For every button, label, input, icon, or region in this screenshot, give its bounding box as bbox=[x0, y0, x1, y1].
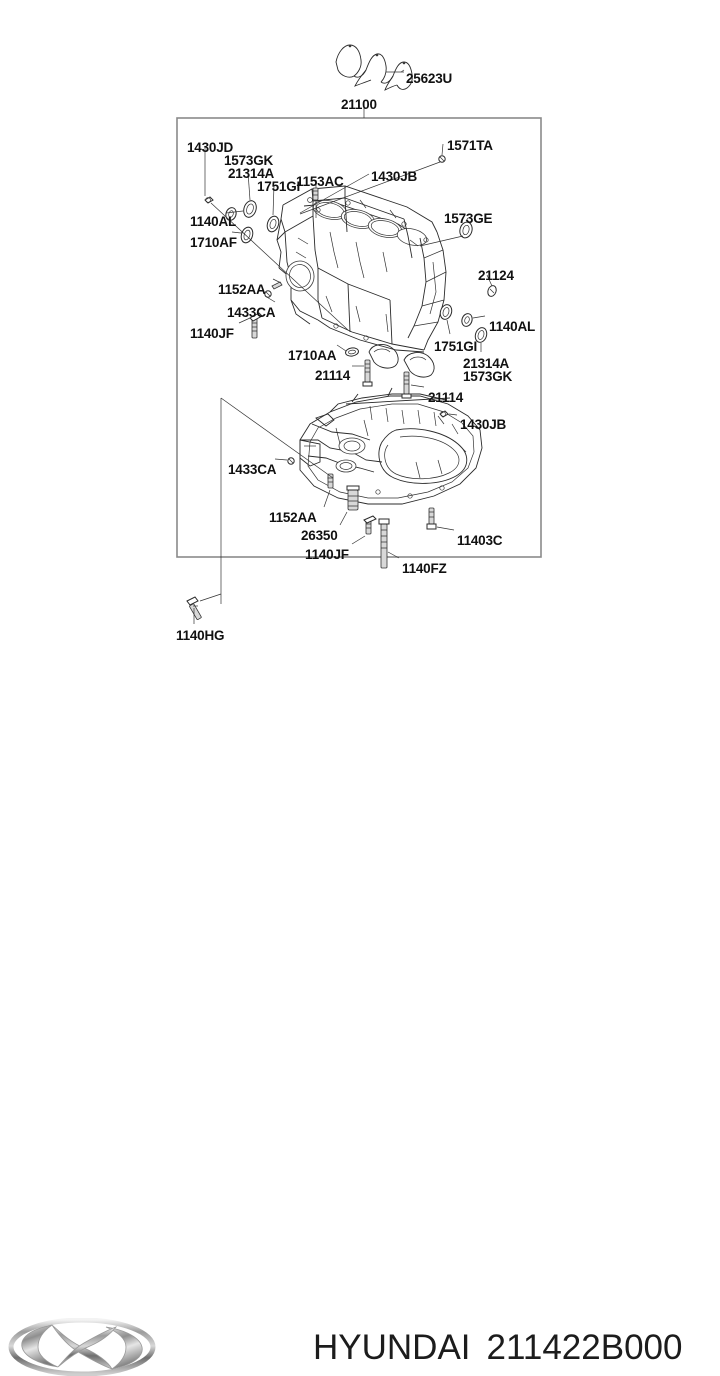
part-1751gi-upper bbox=[266, 215, 280, 233]
callout-label-1140al1: 1140AL bbox=[190, 214, 237, 229]
callout-label-1573gk2: 1573GK bbox=[463, 369, 513, 384]
callout-label-1152aa1: 1152AA bbox=[218, 282, 266, 297]
callout-label-1571ta: 1571TA bbox=[447, 138, 493, 153]
part-1140al-upper bbox=[225, 207, 237, 221]
callout-label-21124: 21124 bbox=[478, 268, 514, 283]
callout-label-21114a: 21114 bbox=[315, 368, 351, 383]
callout-label-1751gi2: 1751GI bbox=[434, 339, 478, 354]
part-oil-pan bbox=[299, 387, 483, 505]
part-1433ca-upper bbox=[264, 290, 272, 298]
part-1152aa-upper bbox=[271, 281, 283, 290]
callout-label-21114b: 21114 bbox=[428, 390, 464, 405]
part-1751gi-right bbox=[439, 304, 453, 320]
part-1152aa-pan bbox=[327, 473, 334, 489]
part-21124-plug bbox=[487, 285, 497, 297]
callout-label-1430jb1: 1430JB bbox=[371, 169, 418, 184]
part-21114-upper bbox=[362, 359, 373, 387]
callout-label-21314a1: 21314A bbox=[228, 166, 275, 181]
callout-label-1751gi1: 1751GI bbox=[257, 179, 301, 194]
part-number: 211422B000 bbox=[486, 1328, 683, 1367]
part-1433ca-pan bbox=[287, 457, 295, 465]
callout-label-26350: 26350 bbox=[301, 528, 338, 543]
callout-label-21314a2: 21314A bbox=[463, 356, 510, 371]
part-1140al-right bbox=[461, 313, 473, 327]
callout-label-1140hg: 1140HG bbox=[176, 628, 225, 643]
callout-label-11403c: 11403C bbox=[457, 533, 503, 548]
part-26350-drain bbox=[346, 485, 360, 511]
part-1140fz-bolt bbox=[378, 518, 390, 569]
part-25623u-clip bbox=[335, 44, 413, 91]
footer-bar: HYUNDAI 211422B000 bbox=[0, 658, 720, 1376]
callout-label-1152aa2: 1152AA bbox=[269, 510, 317, 525]
callout-label-1710af: 1710AF bbox=[190, 235, 237, 250]
callout-label-1433ca2: 1433CA bbox=[228, 462, 277, 477]
callout-label-25623u: 25623U bbox=[406, 71, 453, 86]
callout-label-1140jf2: 1140JF bbox=[305, 547, 349, 562]
callout-label-1573ge: 1573GE bbox=[444, 211, 493, 226]
part-1710aa-oring bbox=[345, 347, 359, 357]
part-1430jb-lower bbox=[439, 410, 449, 418]
part-1153ac-dowel bbox=[312, 187, 319, 201]
callout-label-1140fz: 1140FZ bbox=[402, 561, 447, 576]
leader-lines bbox=[193, 143, 493, 624]
hyundai-logo-icon bbox=[8, 1318, 156, 1376]
part-21100-cylinder-block bbox=[276, 185, 447, 378]
footer-brand-and-part: HYUNDAI 211422B000 bbox=[313, 1328, 682, 1368]
part-21114-lower bbox=[401, 371, 412, 399]
part-21314a-1573gk-right bbox=[474, 327, 488, 343]
footer-divider bbox=[0, 658, 720, 659]
diagram-frame bbox=[176, 117, 542, 558]
diagram-canvas: .ln{fill:none;stroke:#2b2b2b;stroke-widt… bbox=[176, 44, 542, 624]
brand-name: HYUNDAI bbox=[313, 1328, 471, 1367]
callout-label-1433ca1: 1433CA bbox=[227, 305, 276, 320]
callout-label-21100: 21100 bbox=[341, 97, 377, 112]
callout-label-1710aa: 1710AA bbox=[288, 348, 337, 363]
part-1430jd-plug bbox=[204, 196, 214, 204]
part-1573ge-seal bbox=[459, 221, 473, 239]
part-1571ta-plug bbox=[438, 155, 446, 163]
part-1573gk-21314a-upper bbox=[243, 200, 257, 218]
part-1140hg-bolt bbox=[186, 596, 202, 620]
callout-label-1153ac: 1153AC bbox=[296, 174, 344, 189]
callout-label-1430jd: 1430JD bbox=[187, 140, 234, 155]
part-1140jf-pan bbox=[363, 515, 377, 535]
callout-label-1430jb2: 1430JB bbox=[460, 417, 507, 432]
part-11403c-plug bbox=[426, 507, 437, 530]
callout-label-1140al2: 1140AL bbox=[489, 319, 536, 334]
part-1140jf-upper bbox=[249, 312, 263, 339]
parts-diagram-page: .ln{fill:none;stroke:#2b2b2b;stroke-widt… bbox=[0, 44, 720, 1376]
callout-label-1140jf1: 1140JF bbox=[190, 326, 234, 341]
callout-label-1573gk1: 1573GK bbox=[224, 153, 274, 168]
